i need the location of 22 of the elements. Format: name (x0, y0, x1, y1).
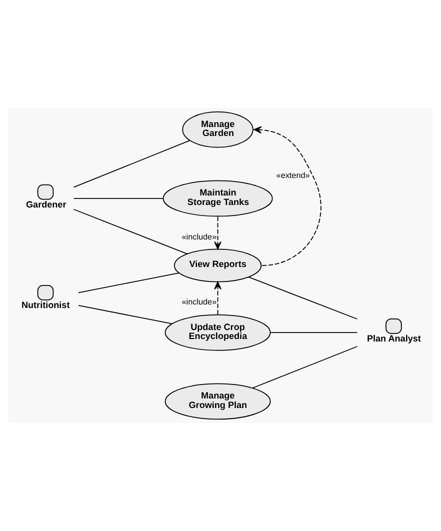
connector (73, 198, 164, 199)
edge-label: «extend» (276, 171, 310, 180)
node-label: Gardener (26, 200, 66, 210)
connector (73, 208, 188, 254)
node-ellipse: View Reports (174, 248, 262, 282)
edge-label: «include» (182, 232, 217, 242)
node-label: Nutritionist (21, 300, 70, 310)
connector (252, 346, 358, 388)
arrow (254, 126, 322, 266)
node-ellipse: Manage Growing Plan (164, 383, 271, 420)
arrow (214, 282, 222, 315)
connector (270, 332, 358, 334)
edge-label: «include» (182, 298, 217, 307)
arrow (214, 216, 222, 250)
connector (78, 272, 180, 294)
node-label: Plan Analyst (366, 334, 421, 344)
connector (78, 304, 172, 324)
node-ellipse: Maintain Storage Tanks (162, 180, 273, 217)
connector (248, 276, 358, 320)
connector (73, 140, 190, 188)
node-ellipse: Update Crop Encyclopedia (164, 314, 271, 351)
node-ellipse: Manage Garden (182, 111, 254, 148)
